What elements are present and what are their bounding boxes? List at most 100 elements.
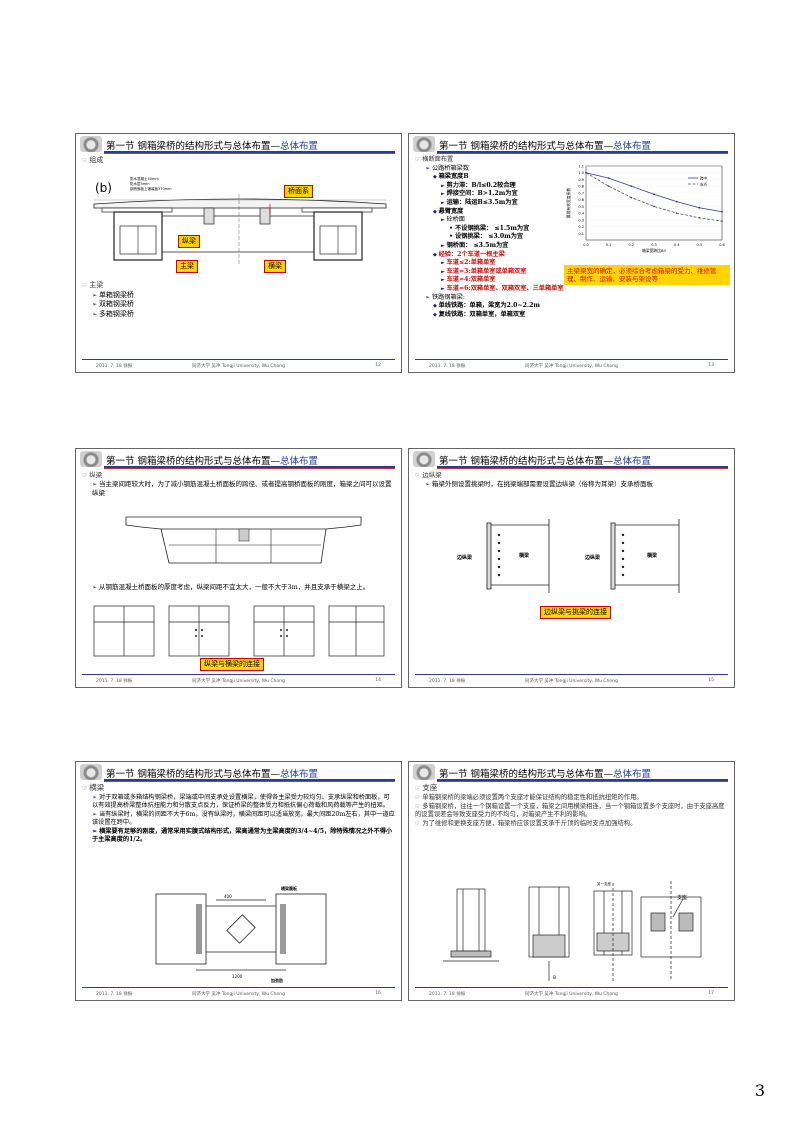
text-line: 剪力滞：B/l≤0.2较合理 [415, 182, 584, 191]
chart-y-tick: 0.1 [578, 232, 584, 236]
text-line: 设钢挑梁： ≤3.0m为宜 [415, 233, 584, 242]
chart-point [607, 177, 610, 180]
paragraph: 多箱钢梁桥，往往一个钢箱设置一个支座，箱梁之间用横梁相连，当一个钢箱设置多个支座… [415, 803, 728, 821]
chart-y-tick: 0.3 [578, 218, 584, 222]
chart-y-tick: 0.6 [578, 198, 584, 202]
text-line: 悬臂宽度 [415, 208, 584, 217]
tag-crossbeam: 横梁 [518, 552, 530, 559]
slide-13: 第一节 钢箱梁桥的结构形式与总体布置—总体布置 横断面布置 公路桥箱梁数 箱梁宽… [408, 133, 735, 373]
text-line: 车道=4:双箱单室 [415, 276, 584, 285]
slide-title: 第一节 钢箱梁桥的结构形式与总体布置—总体布置 [106, 769, 319, 780]
list-heading: 主梁 [82, 281, 395, 291]
footer-date: 2011. 7. 18 徐振 [429, 364, 466, 369]
chart-point [607, 185, 610, 188]
footer-univ: 同济大学 吴冲 Tongji University, Wu Chong [192, 679, 285, 684]
paragraph: 为了维修和更换支座方便，箱梁桥应该设置支承千斤顶的临时支点加强结构。 [415, 820, 728, 829]
heading: 纵梁 [82, 471, 395, 480]
slide-14: 第一节 钢箱梁桥的结构形式与总体布置—总体布置 纵梁 当主梁间距较大时，为了减小… [75, 448, 402, 688]
text-line: 公路桥箱梁数 [415, 165, 584, 174]
chart-point [698, 206, 701, 209]
page-number: 3 [754, 1081, 765, 1100]
chart-x-tick: 0.5 [697, 243, 703, 247]
slide-header: 第一节 钢箱梁桥的结构形式与总体布置—总体布置 [409, 134, 734, 154]
chart-x-tick: 0.0 [583, 243, 589, 247]
label-deck: 桥面系 [284, 185, 313, 198]
chart-y-label: 翼缘有效宽度系数 [566, 188, 571, 219]
text-line: 经验：2个车道一根主梁 [415, 251, 584, 260]
slide-number: 16 [375, 991, 381, 996]
header-rule [104, 779, 395, 781]
slide-header: 第一节 钢箱梁桥的结构形式与总体布置—总体布置 [76, 449, 401, 469]
slide-number: 12 [375, 363, 381, 368]
slide-12: 第一节 钢箱梁桥的结构形式与总体布置—总体布置 组成 (b) 防水混凝土40mm… [75, 133, 402, 373]
footer-univ: 同济大学 吴冲 Tongji University, Wu Chong [525, 992, 618, 997]
slide-number: 13 [708, 363, 714, 368]
chart-x-label: 箱梁宽跨比B/l [642, 248, 666, 253]
paragraph: 横梁要有足够的刚度，通常采用实腹式结构形式，梁高通常为主梁高度的3/4~4/5，… [82, 828, 395, 845]
header-rule-red [104, 781, 395, 782]
edge-stringer-figure: 边纵梁 横梁 边纵梁 横梁 [456, 519, 680, 593]
heading: 组成 [82, 156, 395, 166]
slide-footer: 2011. 7. 18 徐振 同济大学 吴冲 Tongji University… [82, 359, 395, 370]
tongji-logo-icon [80, 764, 102, 780]
chart-point [721, 220, 723, 223]
chart-point [585, 171, 587, 174]
chart-point [721, 210, 723, 213]
chart-point [675, 212, 678, 214]
header-rule-red [437, 153, 728, 154]
heading: 支座 [415, 783, 728, 794]
slide-15: 第一节 钢箱梁桥的结构形式与总体布置—总体布置 边纵梁 箱梁外侧设置挑梁时，在挑… [408, 448, 735, 688]
tag-web: 横梁腹板 [280, 885, 298, 891]
caption: 纵梁与横梁的连接 [200, 658, 264, 671]
girder-cross-section-figure: (b) 防水混凝土40mm 防水层5mm 钢桥面板上铺装板370mm [93, 176, 387, 264]
paragraph: 箱梁外侧设置挑梁时，在挑梁端部需要设置边纵梁（俗称为耳梁）支承桥面板 [415, 480, 728, 489]
footer-univ: 同济大学 吴冲 Tongji University, Wu Chong [525, 679, 618, 684]
text-line: 车道=6:双箱单室、双箱双室、三单箱单室 [415, 285, 584, 294]
chart-point [630, 185, 633, 188]
text-line: 铁路钢箱梁: [415, 294, 584, 303]
footer-univ: 同济大学 吴冲 Tongji University, Wu Chong [192, 992, 285, 997]
heading: 横梁 [82, 783, 395, 794]
label-stringer: 纵梁 [178, 235, 200, 248]
chart-legend-label: 跨中 [700, 176, 708, 181]
slide-footer: 2011. 7. 18 徐振 同济大学 吴冲 Tongji University… [82, 987, 395, 998]
header-rule [437, 151, 728, 153]
footer-date: 2011. 7. 18 徐振 [96, 364, 133, 369]
header-rule [104, 466, 395, 468]
text-line: 横断面布置 [415, 156, 584, 165]
chart-y-tick: 0.5 [578, 205, 584, 209]
tongji-logo-icon [413, 764, 435, 780]
chart-y-tick: 1.0 [578, 171, 584, 175]
slide-title: 第一节 钢箱梁桥的结构形式与总体布置—总体布置 [106, 456, 319, 467]
chart-x-tick: 0.3 [651, 243, 657, 247]
header-rule-red [437, 468, 728, 469]
chart-legend-label: 支点 [700, 182, 708, 187]
paragraph: 当主梁间距较大时，为了减小钢筋混凝土桥面板的跨径、或者提高钢桥面板的刚度，箱梁之… [82, 480, 395, 498]
tongji-logo-icon [80, 136, 102, 152]
header-rule-red [437, 781, 728, 782]
text-line: 钢桥面： ≤3.5m为宜 [415, 242, 584, 251]
chart-x-tick: 0.1 [606, 243, 612, 247]
text-line: 单线铁路：单箱，梁宽为2.0~2.2m [415, 302, 584, 311]
chart-point [653, 193, 655, 196]
chart-point [630, 196, 633, 199]
slide-footer: 2011. 7. 18 徐振 同济大学 吴冲 Tongji University… [82, 674, 395, 685]
fig-label: (b) [95, 181, 112, 195]
paragraph: 单箱钢梁桥的梁端必须设置两个支座才能保证结构的稳定性和抵抗扭矩的作用。 [415, 794, 728, 803]
slide-footer: 2011. 7. 18 徐振 同济大学 吴冲 Tongji University… [415, 987, 728, 998]
text-line: 运输：陆运B≤3.5m为宜 [415, 199, 584, 208]
slide-title: 第一节 钢箱梁桥的结构形式与总体布置—总体布置 [439, 141, 652, 152]
chart-point [653, 205, 655, 208]
slide-footer: 2011. 7. 18 徐振 同济大学 吴冲 Tongji University… [415, 674, 728, 685]
slide-number: 17 [708, 991, 714, 996]
tag-stiffener: 加劲肋 [270, 977, 283, 983]
fig-note-2: 防水层5mm [130, 181, 150, 186]
fig-note-3: 钢桥面板上铺装板370mm [130, 186, 172, 191]
slide-title: 第一节 钢箱梁桥的结构形式与总体布置—总体布置 [439, 769, 652, 780]
footer-univ: 同济大学 吴冲 Tongji University, Wu Chong [192, 364, 285, 369]
text-line: 复线铁路：双箱单室，单箱双室 [415, 311, 584, 320]
text-line: 砼桥面 [415, 216, 584, 225]
slide-header: 第一节 钢箱梁桥的结构形式与总体布置—总体布置 [76, 134, 401, 154]
heading: 边纵梁 [415, 471, 728, 480]
